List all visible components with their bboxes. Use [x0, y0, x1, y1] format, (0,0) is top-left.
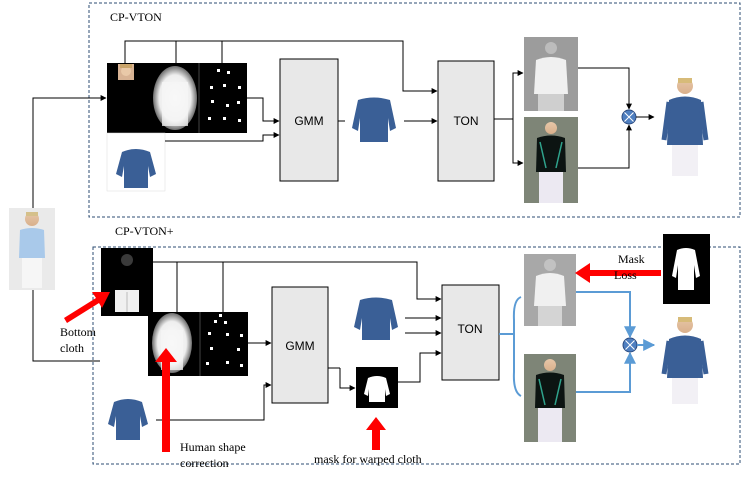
bottom-cloth-image: [101, 248, 153, 316]
combine-node-top: [621, 109, 637, 125]
mask-warped-cloth-label: mask for warped cloth: [314, 452, 422, 466]
gmm-block-top: GMM: [279, 58, 339, 182]
mask-icon: [364, 376, 390, 402]
shirt-icon: [108, 399, 148, 440]
input-person: [9, 208, 55, 290]
red-annotation-arrows: [64, 263, 661, 452]
bottom-cloth-arrow: [64, 292, 110, 323]
gmm-block-bottom: GMM: [271, 286, 329, 404]
bottom-cloth-label-line1: Bottom: [60, 325, 97, 339]
cp-vton-plus-panel: CP-VTON+: [32, 224, 741, 470]
mask-loss-label-line2: Loss: [614, 268, 637, 282]
face-thumbnail-icon: [118, 64, 134, 80]
human-shape-arrow: [155, 348, 177, 452]
mask-loss-target: [663, 234, 710, 304]
warped-cloth-top: [346, 94, 403, 160]
in-shop-cloth-top: [106, 132, 166, 192]
gmm-label-top: GMM: [294, 114, 323, 128]
cp-vton-plus-title: CP-VTON+: [115, 224, 174, 238]
warped-cloth-bottom: [347, 292, 405, 356]
gmm-label-bottom: GMM: [285, 339, 314, 353]
mask-loss-arrow: [575, 263, 661, 283]
pose-keypoints-icon: [208, 69, 241, 122]
blue-connectors: [499, 291, 656, 397]
rendered-person-bottom: [524, 254, 576, 326]
ton-block-bottom: TON: [441, 284, 500, 381]
shirt-icon: [116, 149, 156, 188]
pose-keypoints-icon: [206, 314, 243, 367]
cp-vton-title: CP-VTON: [110, 10, 162, 24]
shirt-icon: [352, 97, 396, 142]
ton-label-top: TON: [453, 114, 478, 128]
mask-loss-label-line1: Mask: [618, 252, 645, 266]
ton-block-top: TON: [437, 60, 495, 182]
warped-cloth-mask: [356, 367, 398, 408]
ton-label-bottom: TON: [457, 322, 482, 336]
in-shop-cloth-bottom: [101, 385, 156, 453]
combine-node-bottom: [622, 337, 638, 353]
human-shape-label-line1: Human shape: [180, 440, 246, 454]
mask-warped-arrow: [366, 417, 386, 450]
composition-mask-bottom: [524, 354, 576, 442]
bottom-cloth-label-line2: cloth: [60, 341, 84, 355]
human-shape-label-line2: correction: [180, 456, 229, 470]
shirt-icon: [354, 297, 398, 340]
cp-vton-border: [88, 2, 741, 218]
body-shape-mask-corrected: [152, 313, 192, 373]
connectors-bottom: [32, 261, 442, 421]
cp-vton-plus-border: [92, 246, 741, 465]
mask-icon: [672, 248, 700, 290]
cp-vton-panel: CP-VTON: [32, 2, 741, 218]
output-person-top: [655, 74, 715, 176]
person-representation-top: [107, 63, 247, 133]
connectors-top: [32, 40, 655, 208]
composition-mask-top: [524, 117, 578, 203]
rendered-person-top: [524, 37, 578, 111]
output-person-bottom: [655, 314, 715, 404]
body-shape-mask: [153, 66, 197, 130]
